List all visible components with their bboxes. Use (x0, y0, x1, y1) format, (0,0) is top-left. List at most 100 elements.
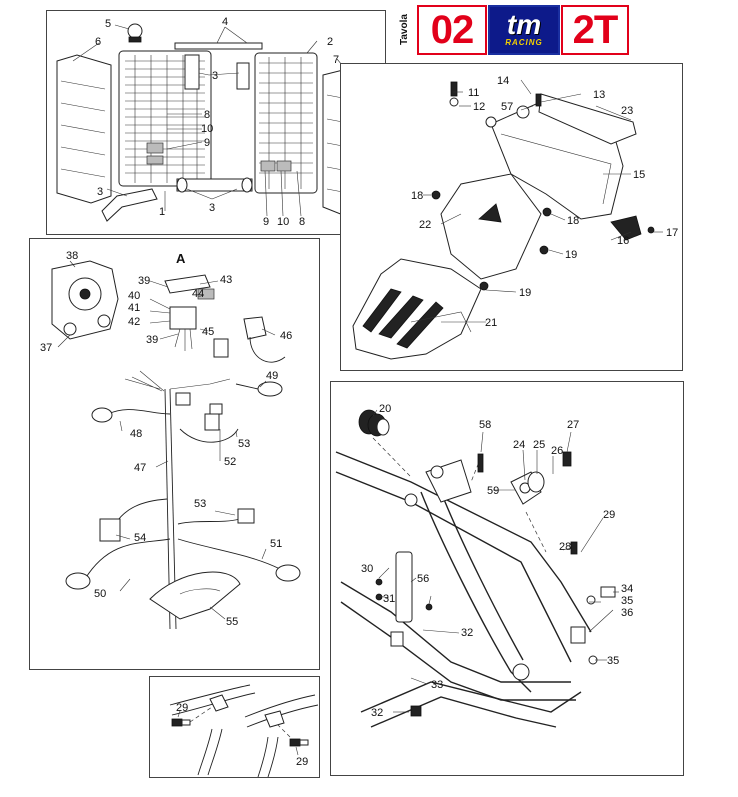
callout-43: 43 (220, 274, 232, 286)
radiator-hoses (101, 42, 263, 222)
callout-28: 28 (559, 541, 571, 553)
callout-51: 51 (270, 538, 282, 550)
detail-panel: 29 29 (149, 676, 320, 778)
callout-53: 53 (238, 438, 250, 450)
side-number-plate (440, 173, 542, 280)
side-cover-diagram: 11 12 13 14 57 15 16 17 18 18 19 19 21 2… (352, 75, 678, 360)
electrics-panel: A 37 38 39 39 40 41 42 43 44 45 46 47 48… (29, 238, 320, 670)
wiring-harness (65, 370, 301, 630)
callout-8: 8 (299, 216, 305, 228)
callout-3: 3 (209, 202, 215, 214)
callout-3: 3 (97, 186, 103, 198)
callout-39: 39 (146, 334, 158, 346)
callout-31: 31 (383, 593, 395, 605)
callout-10: 10 (201, 123, 213, 135)
callout-2: 2 (327, 36, 333, 48)
callout-9: 9 (263, 216, 269, 228)
callout-50: 50 (94, 588, 106, 600)
brand-logo-subtext: RACING (505, 38, 543, 48)
callout-29: 29 (296, 756, 308, 768)
detail-frame-view-right (244, 694, 319, 778)
switch-assembly (164, 274, 286, 363)
callout-21: 21 (485, 317, 497, 329)
callout-13: 13 (593, 89, 605, 101)
callout-3: 3 (212, 70, 218, 82)
callout-32: 32 (371, 707, 383, 719)
radiator-callouts: 1 2 3 3 3 4 5 6 7 8 8 9 9 10 10 (95, 16, 339, 228)
fasteners (431, 81, 655, 291)
main-frame (335, 451, 592, 728)
callout-7: 7 (333, 54, 339, 66)
callout-24: 24 (513, 439, 525, 451)
callout-29: 29 (603, 509, 615, 521)
callout-19: 19 (519, 287, 531, 299)
callout-19: 19 (565, 249, 577, 261)
brand-logo: tm RACING (488, 5, 560, 55)
callout-10: 10 (277, 216, 289, 228)
callout-27: 27 (567, 419, 579, 431)
right-radiator (254, 52, 318, 194)
callout-23: 23 (621, 105, 633, 117)
radiator-diagram: 1 2 3 3 3 4 5 6 7 8 8 9 9 10 10 (56, 16, 376, 228)
rubber-boot (358, 409, 390, 437)
callout-20: 20 (379, 403, 391, 415)
callout-6: 6 (95, 36, 101, 48)
lower-side-panel (352, 258, 482, 360)
callout-22: 22 (419, 219, 431, 231)
callout-47: 47 (134, 462, 146, 474)
callout-30: 30 (361, 563, 373, 575)
side-cover-panel: 11 12 13 14 57 15 16 17 18 18 19 19 21 2… (340, 63, 683, 371)
callout-45: 45 (202, 326, 214, 338)
callout-36: 36 (621, 607, 633, 619)
callout-18: 18 (567, 215, 579, 227)
callout-56: 56 (417, 573, 429, 585)
callout-5: 5 (105, 18, 111, 30)
frame-panel: 20 24 25 26 27 28 29 30 31 32 32 33 34 3… (330, 381, 684, 776)
callout-38: 38 (66, 250, 78, 262)
callout-29: 29 (176, 702, 188, 714)
callout-32: 32 (461, 627, 473, 639)
callout-11: 11 (468, 87, 479, 99)
callout-4: 4 (222, 16, 228, 28)
callout-25: 25 (533, 439, 545, 451)
brand-logo-text: tm (506, 9, 542, 40)
callout-44: 44 (192, 288, 204, 300)
callout-55: 55 (226, 616, 238, 628)
callout-17: 17 (666, 227, 678, 239)
callout-48: 48 (130, 428, 142, 440)
rear-fender (149, 571, 241, 620)
callout-8: 8 (204, 109, 210, 121)
detail-callouts: 29 29 (176, 702, 308, 768)
callout-34: 34 (621, 583, 633, 595)
frame-hardware (375, 451, 616, 717)
callout-33: 33 (431, 679, 443, 691)
callout-18: 18 (411, 190, 423, 202)
callout-42: 42 (128, 316, 140, 328)
detail-diagram: 29 29 (169, 684, 319, 778)
callout-14: 14 (497, 75, 509, 87)
airbox-cover (490, 93, 637, 220)
callout-26: 26 (551, 445, 563, 457)
detail-frame-view-left (169, 684, 256, 776)
callout-16: 16 (617, 235, 629, 247)
callout-35: 35 (621, 595, 633, 607)
callout-57: 57 (501, 101, 513, 113)
section-letter-a: A (176, 251, 186, 266)
radiator-panel: 1 2 3 3 3 4 5 6 7 8 8 9 9 10 10 (46, 10, 386, 235)
callout-37: 37 (40, 342, 52, 354)
callout-9: 9 (204, 137, 210, 149)
callout-54: 54 (134, 532, 146, 544)
callout-41: 41 (128, 302, 140, 314)
callout-52: 52 (224, 456, 236, 468)
left-radiator-louver (56, 54, 112, 204)
callout-58: 58 (479, 419, 491, 431)
callout-39: 39 (138, 275, 150, 287)
frame-callouts: 20 24 25 26 27 28 29 30 31 32 32 33 34 3… (361, 403, 633, 719)
callout-53: 53 (194, 498, 206, 510)
callout-40: 40 (128, 290, 140, 302)
tavola-label: Tavola (399, 14, 410, 46)
electrics-callouts: A 37 38 39 39 40 41 42 43 44 45 46 47 48… (40, 250, 292, 628)
callout-49: 49 (266, 370, 278, 382)
frame-diagram: 20 24 25 26 27 28 29 30 31 32 32 33 34 3… (335, 403, 633, 728)
callout-46: 46 (280, 330, 292, 342)
